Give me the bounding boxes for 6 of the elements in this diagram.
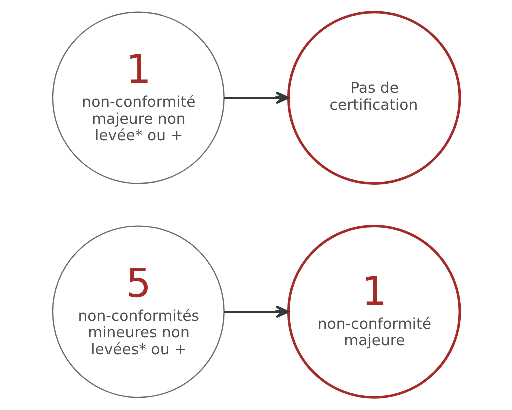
node-circle: 5 non-conformités mineures non levées* ou + [52, 226, 224, 398]
arrow [224, 306, 290, 318]
arrow [224, 92, 290, 104]
node-circle: Pas de certification [286, 11, 461, 185]
node-circle: 1 non-conformité majeure [286, 225, 461, 399]
node-circle: 1 non-conformité majeure non levée* ou + [52, 12, 224, 184]
